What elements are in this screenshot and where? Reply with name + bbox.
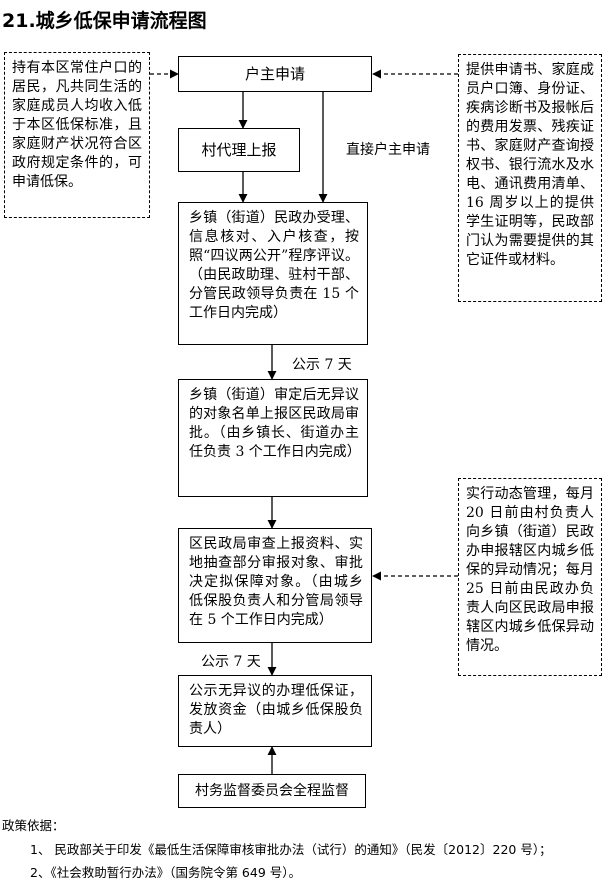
note-dynamic: 实行动态管理，每月 20 日前由村负责人向乡镇（街道）民政办申报辖区内城乡低保的… [458, 478, 602, 676]
note-eligibility: 持有本区常住户口的居民，凡共同生活的家庭成员人均收入低于本区低保标准，且家庭财产… [4, 52, 150, 218]
policy-basis: 政策依据： 1、 民政部关于印发《最低生活保障审核审批办法（试行）的通知》（民发… [0, 815, 605, 885]
label-direct-apply: 直接户主申请 [346, 142, 430, 158]
node-township-accept: 乡镇（街道）民政办受理、信息核对、入户核查，按照“四议两公开”程序评议。（由民政… [178, 202, 368, 345]
node-village-report-text: 村代理上报 [201, 140, 277, 159]
node-township-report: 乡镇（街道）审定后无异议的对象名单上报区民政局审批。（由乡镇长、街道办主任负责 … [178, 379, 368, 497]
node-district-review-text: 区民政局审查上报资料、实地抽查部分审报对象、审批决定拟保障对象。（由城乡低保股负… [189, 536, 363, 628]
label-publicity-2: 公示 7 天 [201, 654, 261, 670]
node-issue: 公示无异议的办理低保证，发放资金（由城乡低保股负责人） [178, 675, 372, 747]
page-title: 21.城乡低保申请流程图 [2, 10, 207, 32]
label-publicity-1: 公示 7 天 [292, 357, 352, 373]
node-township-accept-text: 乡镇（街道）民政办受理、信息核对、入户核查，按照“四议两公开”程序评议。（由民政… [189, 210, 359, 321]
note-dynamic-text: 实行动态管理，每月 20 日前由村负责人向乡镇（街道）民政办申报辖区内城乡低保的… [466, 486, 594, 654]
node-applicant: 户主申请 [178, 56, 372, 92]
node-issue-text: 公示无异议的办理低保证，发放资金（由城乡低保股负责人） [189, 683, 363, 737]
policy-ref-1: 1、 民政部关于印发《最低生活保障审核审批办法（试行）的通知》（民发〔2012〕… [30, 842, 552, 857]
policy-heading: 政策依据： [2, 818, 65, 833]
note-documents-text: 提供申请书、家庭成员户口簿、身份证、疾病诊断书及报帐后的费用发票、残疾证书、家庭… [466, 62, 594, 268]
node-village-report: 村代理上报 [178, 128, 300, 172]
node-applicant-text: 户主申请 [244, 64, 305, 83]
policy-ref-2: 2、《社会救助暂行办法》（国务院令第 649 号）。 [30, 865, 302, 880]
node-township-report-text: 乡镇（街道）审定后无异议的对象名单上报区民政局审批。（由乡镇长、街道办主任负责 … [189, 387, 361, 460]
node-supervise-text: 村务监督委员会全程监督 [195, 782, 349, 799]
node-district-review: 区民政局审查上报资料、实地抽查部分审报对象、审批决定拟保障对象。（由城乡低保股负… [178, 528, 372, 643]
node-supervise: 村务监督委员会全程监督 [178, 774, 366, 808]
note-eligibility-text: 持有本区常住户口的居民，凡共同生活的家庭成员人均收入低于本区低保标准，且家庭财产… [12, 60, 142, 190]
note-documents: 提供申请书、家庭成员户口簿、身份证、疾病诊断书及报帐后的费用发票、残疾证书、家庭… [458, 54, 602, 302]
